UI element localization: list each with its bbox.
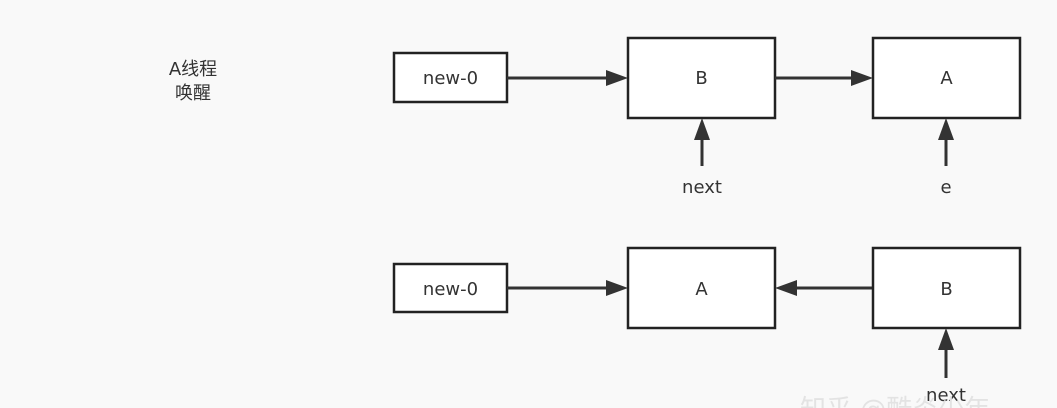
row-1: new-0 B A next e [392, 36, 1022, 198]
row1-node1-label: B [695, 68, 707, 89]
caption-line-1: A线程 [169, 59, 217, 80]
row1-pointer2-label: e [940, 177, 951, 198]
row1-arrow-node1-to-node2-head [851, 70, 873, 86]
row1-pointer1-label: next [682, 177, 722, 198]
row2-node2-box [871, 246, 1022, 330]
row2-pointer2-label: next [926, 385, 966, 406]
row2-node1-label: A [695, 279, 708, 300]
watermark-text: 知乎 @酷炎少年 [800, 395, 990, 408]
row1-node2-label: A [940, 68, 953, 89]
row2-arrow-node2-to-node1-head [775, 280, 797, 296]
row2-start-box [392, 262, 509, 314]
row-2: new-0 A B next [392, 246, 1022, 406]
row1-pointer2-arrow-head [938, 118, 954, 140]
row1-pointer1-arrow-head [694, 118, 710, 140]
row1-start-box [392, 51, 509, 104]
row2-node2-label: B [940, 279, 952, 300]
row2-node1-box [626, 246, 777, 330]
row2-start-box-label: new-0 [423, 279, 478, 300]
row1-start-box-label: new-0 [423, 68, 478, 89]
caption: A线程 唤醒 [169, 59, 217, 104]
caption-line-2: 唤醒 [175, 83, 211, 104]
row1-arrow-start-to-node1-head [606, 70, 628, 86]
row1-node1-box [626, 36, 777, 120]
row2-pointer2-arrow-head [938, 328, 954, 350]
row1-node2-box [871, 36, 1022, 120]
row2-arrow-start-to-node1-head [606, 280, 628, 296]
